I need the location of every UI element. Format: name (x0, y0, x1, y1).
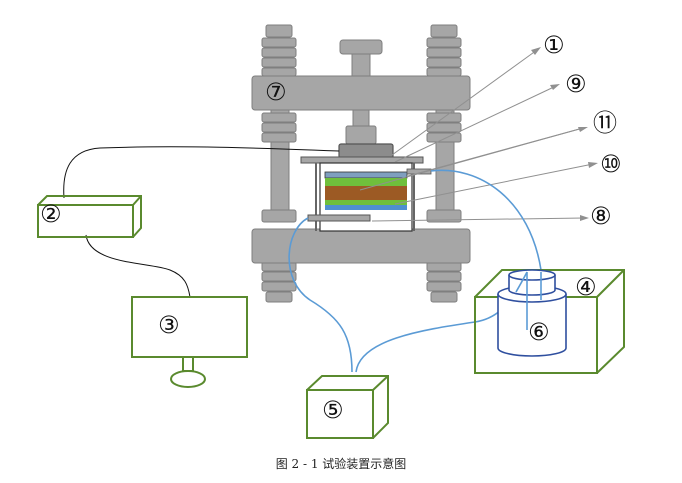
label-3: ③ (158, 311, 180, 339)
left-column (261, 24, 297, 303)
controller-box (37, 195, 142, 238)
vessel-tubes (515, 271, 542, 330)
top-cap-layer (324, 171, 408, 179)
label-6: ⑥ (528, 318, 550, 346)
label-10: ⑩ (600, 150, 622, 178)
lower-platen (307, 214, 371, 222)
sensor-cable (63, 146, 340, 199)
label-2: ② (40, 200, 62, 228)
water-vessel (497, 269, 567, 357)
top-press-plate (338, 143, 394, 159)
green-layer-top (325, 178, 407, 186)
label-8: ⑧ (590, 202, 612, 230)
label-11: ⑪ (593, 109, 617, 137)
label-5: ⑤ (322, 396, 344, 424)
leader-arrowheads (531, 47, 598, 221)
green-layer-bottom (325, 200, 407, 205)
label-4: ④ (575, 273, 597, 301)
bottom-beam (251, 228, 471, 264)
monitor-cable (85, 234, 191, 298)
figure-caption: 图 2 - 1 试验装置示意图 (276, 456, 407, 471)
cell-outer-right (413, 163, 415, 231)
leader-lines (359, 49, 594, 222)
brown-soil-layer (325, 186, 407, 200)
pump-box (306, 375, 389, 439)
monitor (131, 296, 248, 388)
label-9: ⑨ (565, 70, 587, 98)
label-7: ⑦ (265, 78, 287, 106)
blue-filter-layer (325, 205, 407, 210)
screw-handle (339, 39, 383, 145)
label-1: ① (543, 31, 565, 59)
cell-outer (315, 163, 317, 231)
